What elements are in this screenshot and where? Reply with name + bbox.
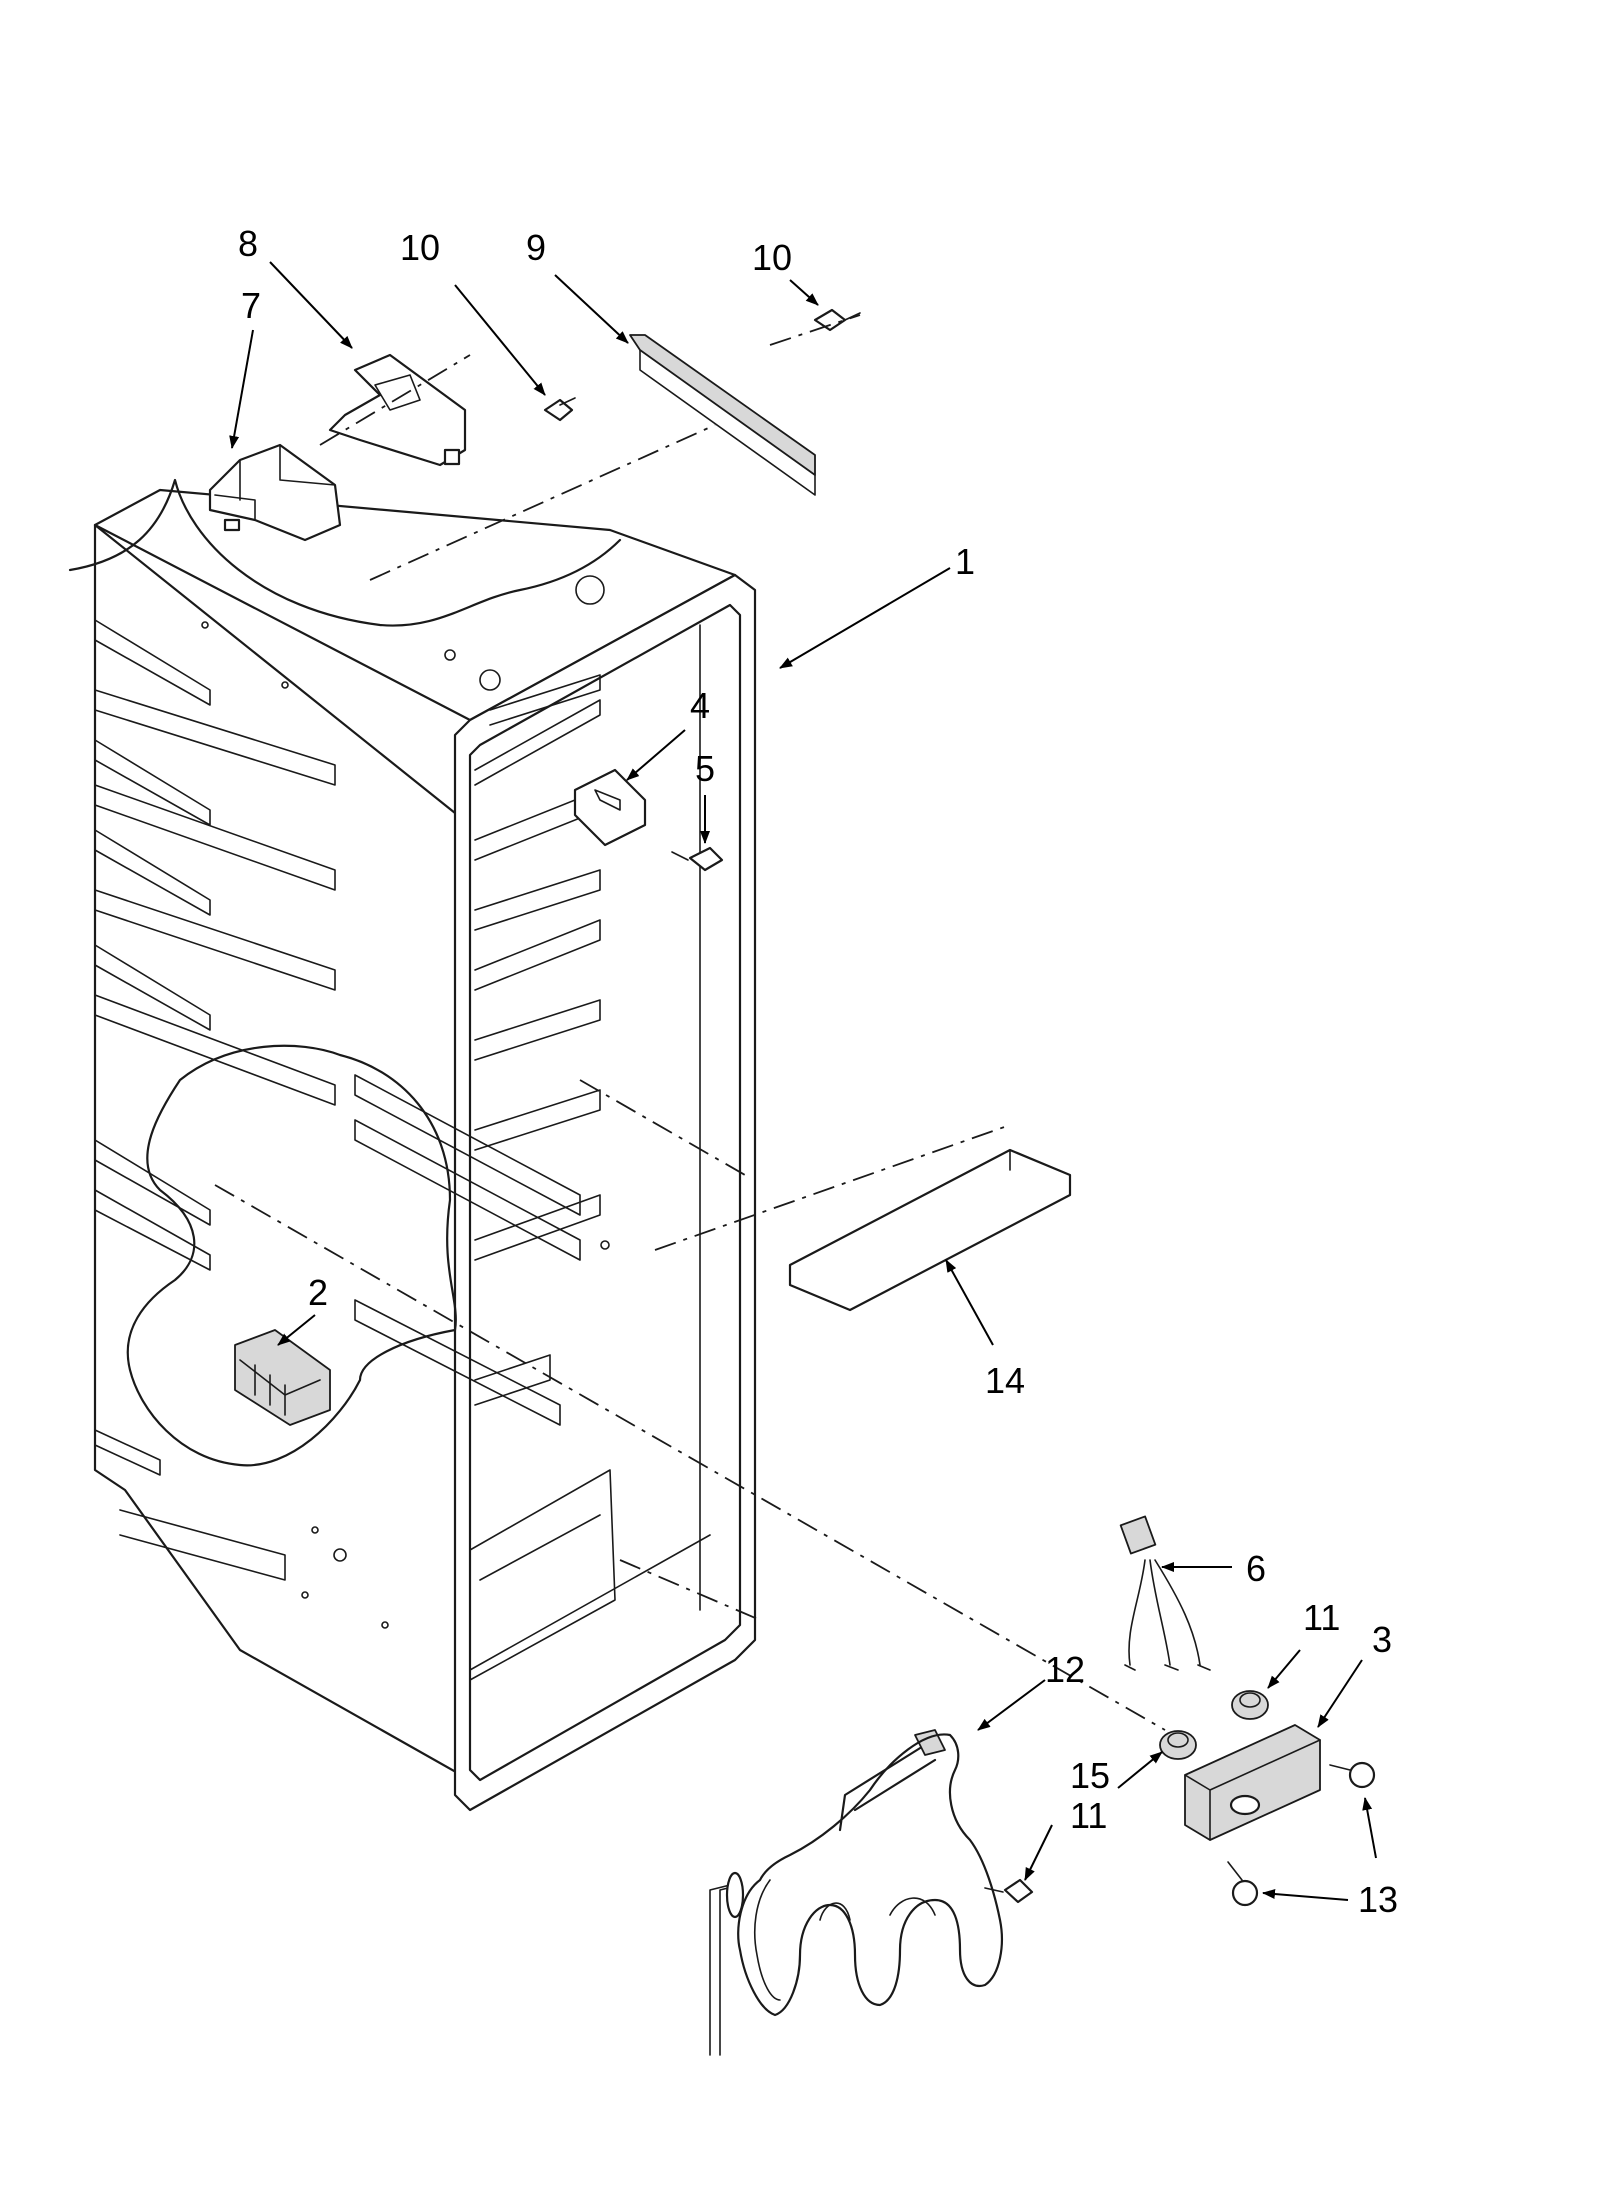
housing-part-7: [208, 443, 342, 542]
leader-arrows: [229, 261, 1377, 1901]
callout-11-upper: 11: [1303, 1597, 1340, 1638]
liner-part-1: [68, 478, 757, 1812]
callout-11-lower: 11: [1070, 1795, 1107, 1836]
screw-part-13a: [1329, 1761, 1376, 1789]
clip-part-11a: [1231, 1690, 1269, 1720]
bracket-part-8: [319, 353, 471, 467]
callout-10-top-right: 10: [752, 237, 792, 278]
callout-3: 3: [1372, 1619, 1392, 1660]
callout-15: 15: [1070, 1755, 1110, 1796]
callout-14: 14: [985, 1360, 1025, 1401]
callout-10-top-left: 10: [400, 227, 440, 268]
callout-1: 1: [955, 541, 975, 582]
screw-part-10a: [543, 397, 576, 422]
screw-part-15: [984, 1878, 1034, 1904]
callout-labels: 8 7 10 9 10 1 4 5 2 14 6 11 3 12 15 11 1…: [238, 223, 1398, 1920]
callout-9: 9: [526, 227, 546, 268]
callout-2: 2: [308, 1272, 328, 1313]
callout-4: 4: [690, 685, 710, 726]
harness-part-6: [1119, 1515, 1211, 1671]
heater-part-12: [709, 1729, 1003, 2056]
callout-7: 7: [241, 285, 261, 326]
strip-part-9: [629, 334, 816, 496]
callout-5: 5: [695, 748, 715, 789]
screw-part-13b: [1227, 1861, 1259, 1907]
callout-13: 13: [1358, 1879, 1398, 1920]
callout-12: 12: [1045, 1649, 1085, 1690]
terminal-part-3: [1184, 1724, 1321, 1841]
screw-part-5: [671, 846, 724, 872]
cover-part-14: [788, 1148, 1072, 1312]
callout-6: 6: [1246, 1548, 1266, 1589]
callout-8: 8: [238, 223, 258, 264]
control-part-2: [234, 1329, 331, 1426]
clip-part-11b: [1159, 1730, 1197, 1760]
bracket-part-4: [573, 768, 647, 847]
